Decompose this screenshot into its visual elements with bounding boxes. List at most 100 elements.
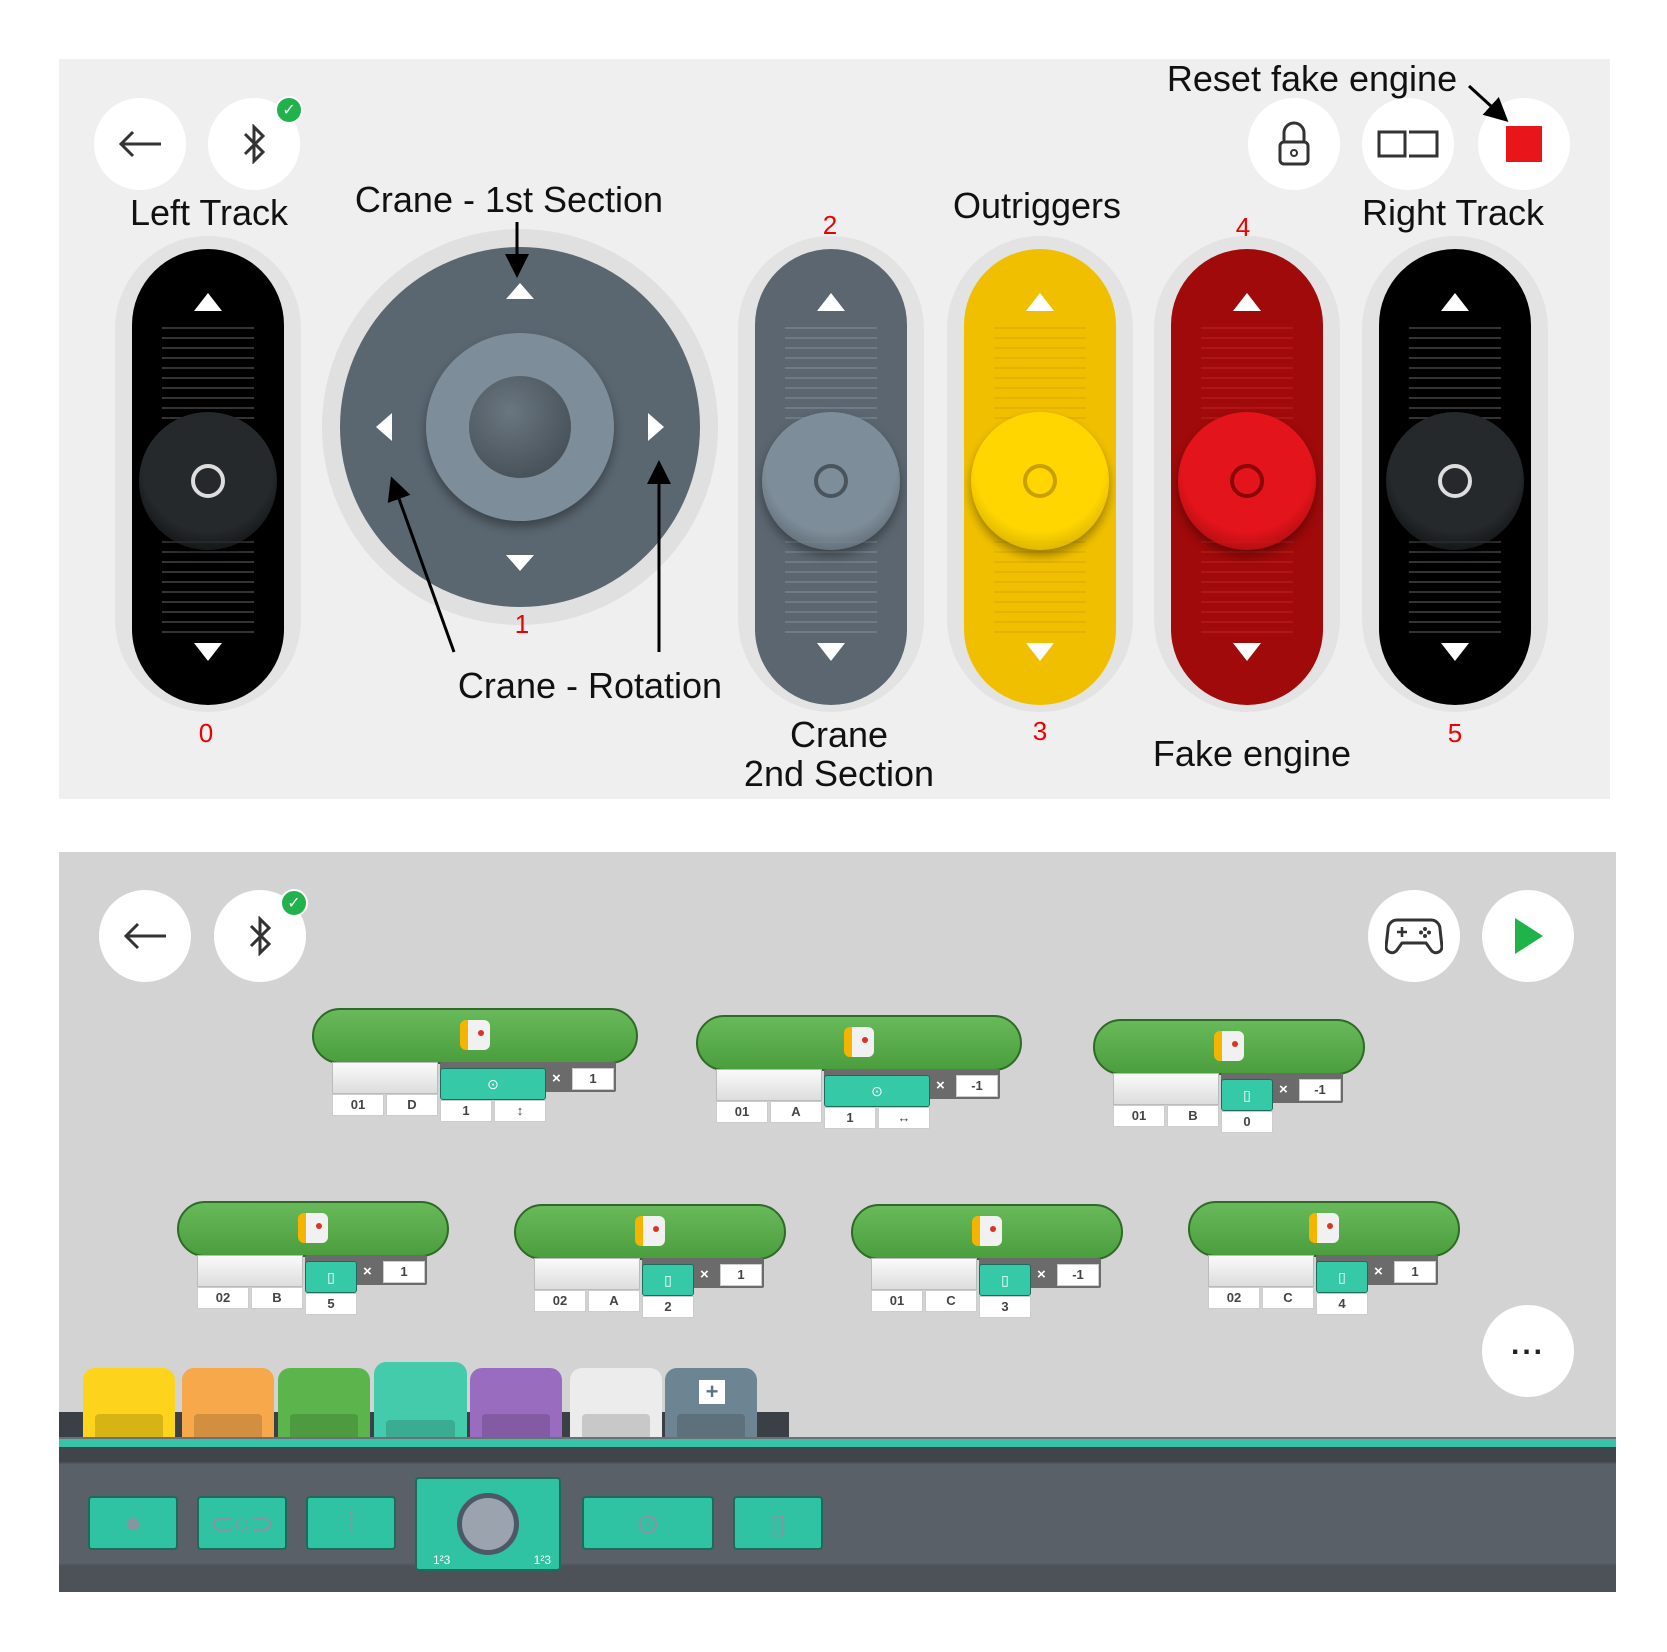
multiplier-value-cell[interactable]: 1 <box>572 1068 614 1090</box>
slider-input-piece[interactable]: ▯ <box>979 1264 1031 1296</box>
vertical-slider-piece[interactable]: ▯ <box>733 1496 823 1550</box>
slider-input-piece[interactable]: ▯ <box>642 1264 694 1296</box>
slider-input-piece[interactable]: ▯ <box>1316 1261 1368 1293</box>
palette-tab-orange[interactable] <box>182 1368 274 1440</box>
input-value-cell[interactable]: ↕ <box>494 1100 546 1122</box>
hub-piece[interactable] <box>716 1069 822 1101</box>
lock-button[interactable] <box>1248 98 1340 190</box>
outriggers-knob[interactable] <box>971 412 1109 550</box>
joystick-input-piece[interactable]: ⊙ <box>440 1068 546 1100</box>
left-track-knob[interactable] <box>139 412 277 550</box>
play-button[interactable] <box>1482 890 1574 982</box>
joystick-piece[interactable]: ⊙ <box>582 1496 714 1550</box>
label-crane-1st-section: Crane - 1st Section <box>354 179 664 220</box>
groove <box>1409 397 1501 399</box>
palette-tab-green[interactable] <box>278 1368 370 1440</box>
hub-piece[interactable] <box>1208 1255 1314 1287</box>
add-extension-icon: + <box>699 1380 725 1404</box>
gamepad-button[interactable] <box>1368 890 1460 982</box>
slider-piece[interactable]: ⁞ <box>306 1496 396 1550</box>
input-value-cell[interactable]: ↔ <box>878 1107 930 1129</box>
input-value-cell[interactable]: 4 <box>1316 1293 1368 1315</box>
button-piece[interactable]: ● <box>88 1496 178 1550</box>
groove <box>1201 327 1293 329</box>
hub-piece[interactable] <box>534 1258 640 1290</box>
groove <box>162 327 254 329</box>
block-palette <box>59 1447 1616 1592</box>
crane-2nd-section-slider[interactable] <box>755 249 907 705</box>
slider-input-piece[interactable]: ▯ <box>1221 1079 1273 1111</box>
slider-input-piece[interactable]: ▯ <box>305 1261 357 1293</box>
palette-tab-purple[interactable] <box>470 1368 562 1440</box>
left-track-slider[interactable] <box>132 249 284 705</box>
multiplier-value-cell[interactable]: 1 <box>720 1264 762 1286</box>
fake-engine-knob[interactable] <box>1178 412 1316 550</box>
motor-letter-cell[interactable]: C <box>925 1290 977 1312</box>
motor-letter-cell[interactable]: B <box>1167 1105 1219 1127</box>
motor-icon <box>460 1020 490 1050</box>
multiplier-value-cell[interactable]: -1 <box>1057 1264 1099 1286</box>
reset-fake-engine-button[interactable] <box>1478 98 1570 190</box>
multiplier-value-cell[interactable]: -1 <box>956 1075 998 1097</box>
fake-engine-slider[interactable] <box>1171 249 1323 705</box>
port-cell[interactable]: 01 <box>1113 1105 1165 1127</box>
play-icon <box>1515 918 1543 954</box>
joystick-knob[interactable] <box>426 333 614 521</box>
port-cell[interactable]: 01 <box>332 1094 384 1116</box>
groove <box>1201 397 1293 399</box>
crane-2nd-section-knob[interactable] <box>762 412 900 550</box>
motor-letter-cell[interactable]: C <box>1262 1287 1314 1309</box>
outriggers-slider[interactable] <box>964 249 1116 705</box>
cards-button[interactable] <box>1362 98 1454 190</box>
back-button-program[interactable] <box>99 890 191 982</box>
multiplier-value-cell[interactable]: 1 <box>383 1261 425 1283</box>
port-cell[interactable]: 02 <box>1208 1287 1260 1309</box>
motor-letter-cell[interactable]: A <box>770 1101 822 1123</box>
input-value-cell[interactable]: 1 <box>824 1107 876 1129</box>
input-value-cell[interactable]: 1 <box>440 1100 492 1122</box>
hub-piece[interactable] <box>332 1062 438 1094</box>
port-cell[interactable]: 02 <box>197 1287 249 1309</box>
hub-piece[interactable] <box>197 1255 303 1287</box>
input-value-cell[interactable]: 2 <box>642 1296 694 1318</box>
multiplier-value-cell[interactable]: 1 <box>1394 1261 1436 1283</box>
multiplier-value-cell[interactable]: -1 <box>1299 1079 1341 1101</box>
joystick-input-piece[interactable]: ⊙ <box>824 1075 930 1107</box>
palette-tab-extension[interactable]: + <box>665 1368 757 1440</box>
label-left-track: Left Track <box>129 192 289 233</box>
back-button[interactable] <box>94 98 186 190</box>
motor-letter-cell[interactable]: D <box>386 1094 438 1116</box>
hub-piece[interactable] <box>871 1258 977 1290</box>
crane-joystick[interactable] <box>340 247 700 607</box>
switch-piece[interactable]: ⊂○⊃ <box>197 1496 287 1550</box>
lock-icon <box>1278 121 1310 166</box>
groove <box>785 397 877 399</box>
right-track-knob[interactable] <box>1386 412 1524 550</box>
palette-tab-yellow[interactable] <box>83 1368 175 1440</box>
input-value-cell[interactable]: 3 <box>979 1296 1031 1318</box>
motor-icon <box>1309 1213 1339 1243</box>
motor-block-bar[interactable] <box>851 1204 1123 1260</box>
palette-tab-white[interactable] <box>570 1368 662 1440</box>
motor-letter-cell[interactable]: B <box>251 1287 303 1309</box>
input-value-cell[interactable]: 0 <box>1221 1111 1273 1133</box>
right-track-slider[interactable] <box>1379 249 1531 705</box>
port-cell[interactable]: 02 <box>534 1290 586 1312</box>
slider-icon: ⁞ <box>347 1507 355 1538</box>
port-cell[interactable]: 01 <box>871 1290 923 1312</box>
motor-letter-cell[interactable]: A <box>588 1290 640 1312</box>
hub-piece[interactable] <box>1113 1073 1219 1105</box>
groove <box>1201 561 1293 563</box>
palette-tab-teal[interactable] <box>374 1362 467 1446</box>
port-cell[interactable]: 01 <box>716 1101 768 1123</box>
input-value-cell[interactable]: 5 <box>305 1293 357 1315</box>
more-button[interactable]: ... <box>1482 1305 1574 1397</box>
